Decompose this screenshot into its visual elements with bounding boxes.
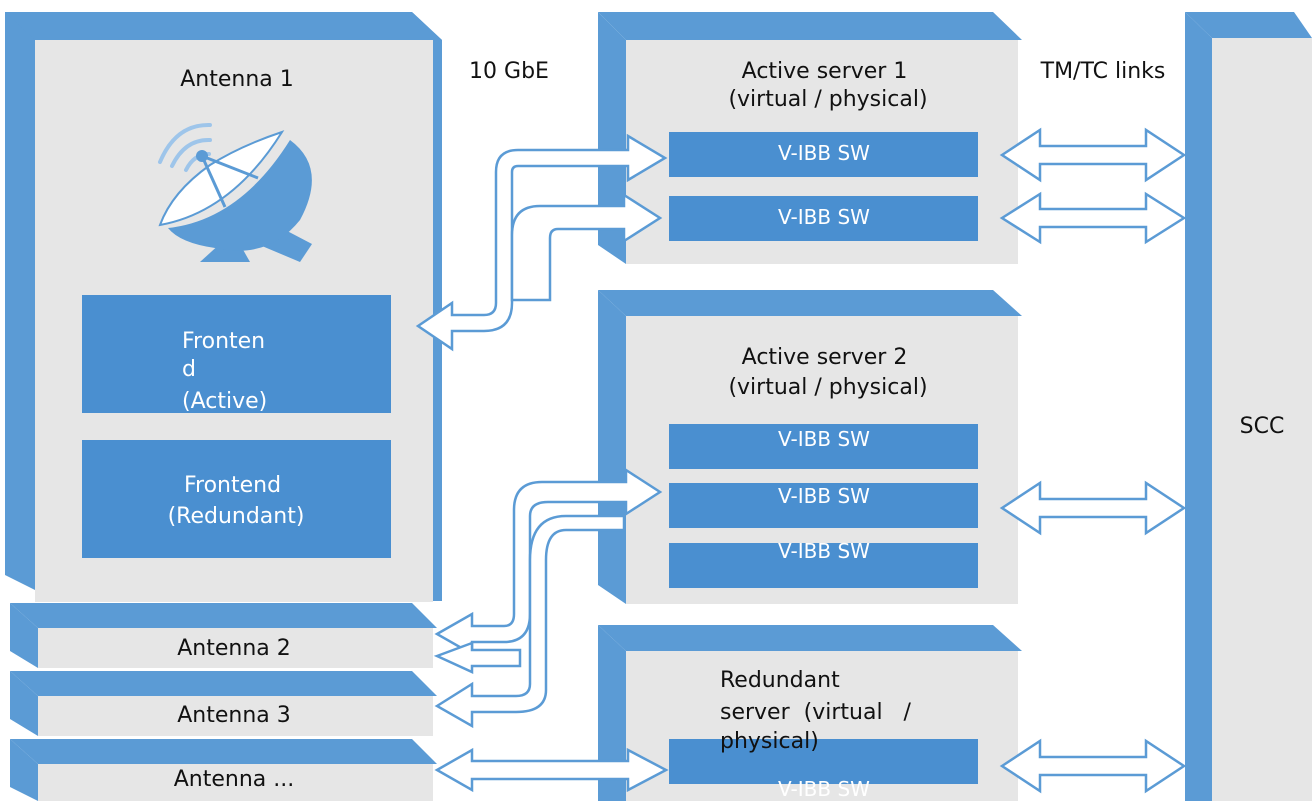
tmtc-link-label: TM/TC links <box>1040 59 1166 84</box>
tmtc-link-arrow <box>999 480 1187 536</box>
v-ibb-sw-block <box>669 196 978 241</box>
v-ibb-sw-block <box>669 543 978 588</box>
v-ibb-sw-label: V-IBB SW <box>778 539 870 563</box>
frontend-redundant-label: Frontend (Redundant) <box>168 473 305 529</box>
v-ibb-sw-label: V-IBB SW <box>778 427 870 451</box>
ethernet-link-arrow <box>434 514 626 729</box>
antenna-1-title: Antenna 1 <box>180 67 294 92</box>
antenna-2-box: Antenna 2 <box>10 603 437 668</box>
v-ibb-sw-block <box>669 483 978 528</box>
ethernet-link-arrow <box>433 641 522 674</box>
v-ibb-sw-block <box>669 132 978 177</box>
v-ibb-sw-block <box>669 424 978 469</box>
active-server-1-title: Active server 1 (virtual / physical) <box>728 59 927 112</box>
redundant-server-title: Redundant server (virtual / physical) <box>720 668 918 754</box>
redundant-server-box: V-IBB SW Redundant server (virtual / phy… <box>598 625 1022 801</box>
antenna-more-label: Antenna ... <box>174 767 295 792</box>
v-ibb-sw-label: V-IBB SW <box>778 141 870 165</box>
antenna-3-label: Antenna 3 <box>177 703 291 728</box>
scc-label: SCC <box>1240 414 1285 439</box>
antenna-2-label: Antenna 2 <box>177 636 291 661</box>
ethernet-link-label: 10 GbE <box>469 59 549 84</box>
frontend-active-label: Fronten d (Active) <box>182 329 272 414</box>
ethernet-link-arrow <box>510 192 663 302</box>
v-ibb-sw-label: V-IBB SW <box>778 205 870 229</box>
active-server-2-title: Active server 2 (virtual / physical) <box>728 345 927 400</box>
v-ibb-sw-label: V-IBB SW <box>778 484 870 508</box>
scc-box: SCC <box>1185 12 1312 801</box>
frontend-redundant-block <box>82 440 391 558</box>
tmtc-link-arrow <box>999 127 1187 183</box>
ethernet-link-arrow <box>434 467 663 657</box>
v-ibb-sw-block <box>669 739 978 784</box>
active-server-1-box: Active server 1 (virtual / physical) V-I… <box>598 12 1022 264</box>
v-ibb-sw-label: V-IBB SW <box>778 777 870 801</box>
tmtc-link-arrow <box>999 738 1187 794</box>
frontend-active-block <box>82 295 391 413</box>
active-server-2-box: Active server 2 (virtual / physical) V-I… <box>598 290 1022 604</box>
tmtc-link-arrow <box>999 191 1187 245</box>
ethernet-link-arrow <box>415 133 668 352</box>
ethernet-link-arrow <box>434 747 669 793</box>
satellite-dish-icon <box>158 122 312 262</box>
antenna-more-box: Antenna ... <box>10 739 437 801</box>
antenna-3-box: Antenna 3 <box>10 671 437 736</box>
antenna-1-box: Antenna 1 Fronten d (Active) Frontend (R… <box>5 12 442 602</box>
